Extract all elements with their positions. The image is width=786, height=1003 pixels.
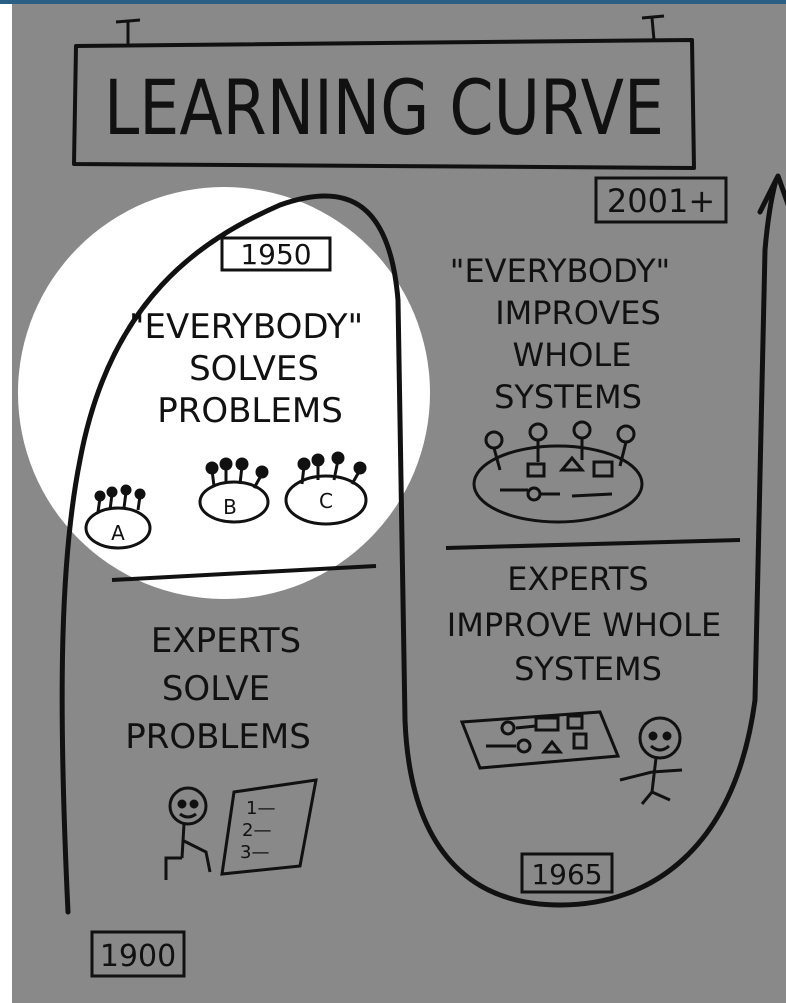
- team-c-icon: [284, 451, 368, 526]
- expert-person-icon-2: [619, 716, 683, 805]
- top-border: [0, 0, 786, 4]
- list-item-1: 1—: [246, 798, 275, 819]
- label-everybody-solves: "EVERYBODY" SOLVES PROBLEMS: [129, 307, 363, 431]
- everybody-improves-line-3: WHOLE: [513, 336, 632, 374]
- left-divider: [111, 564, 377, 582]
- experts-improve-line-1: EXPERTS: [507, 560, 648, 598]
- everybody-improves-line-1: "EVERYBODY": [450, 252, 671, 290]
- right-divider: [445, 538, 741, 550]
- everybody-solves-line-2: SOLVES: [189, 349, 319, 389]
- year-box-1965: 1965: [520, 852, 614, 894]
- team-a-icon: [84, 484, 152, 550]
- learning-curve-line: [59, 177, 779, 915]
- title-box: LEARNING CURVE: [72, 14, 696, 170]
- everybody-improves-line-4: SYSTEMS: [494, 378, 642, 416]
- left-border: [0, 4, 12, 1003]
- list-item-3: 3—: [240, 842, 269, 863]
- list-item-2: 2—: [242, 820, 271, 841]
- team-b-icon: [198, 457, 270, 524]
- year-box-1950: 1950: [220, 236, 332, 272]
- label-experts-improve: EXPERTS IMPROVE WHOLE SYSTEMS: [447, 560, 721, 688]
- everybody-improves-line-2: IMPROVES: [495, 294, 661, 332]
- everybody-solves-line-3: PROBLEMS: [157, 391, 343, 431]
- year-1900: 1900: [100, 939, 176, 974]
- experts-solve-line-2: SOLVE: [162, 669, 270, 709]
- title: LEARNING CURVE: [104, 63, 664, 152]
- spotlight-circle: [18, 187, 430, 599]
- team-system-icon: [472, 420, 644, 524]
- year-2001: 2001+: [607, 182, 715, 220]
- label-everybody-improves: "EVERYBODY" IMPROVES WHOLE SYSTEMS: [450, 252, 671, 416]
- numbered-list-text: 1— 2— 3—: [240, 798, 275, 863]
- experts-improve-line-2: IMPROVE WHOLE: [447, 606, 721, 644]
- experts-solve-line-3: PROBLEMS: [125, 717, 311, 757]
- team-c-label: C: [319, 489, 333, 513]
- label-experts-solve: EXPERTS SOLVE PROBLEMS: [125, 621, 311, 757]
- everybody-solves-line-1: "EVERYBODY": [129, 307, 363, 347]
- year-box-1900: 1900: [90, 930, 186, 978]
- year-box-2001: 2001+: [594, 176, 728, 224]
- numbered-list-icon: [220, 778, 318, 876]
- year-1950: 1950: [240, 238, 311, 271]
- expert-person-icon: [164, 786, 212, 880]
- experts-improve-line-3: SYSTEMS: [514, 650, 662, 688]
- curve-arrowhead: [757, 173, 786, 215]
- system-diagram-icon: [459, 710, 621, 770]
- experts-solve-line-1: EXPERTS: [151, 621, 301, 661]
- team-a-label: A: [111, 521, 125, 545]
- team-b-label: B: [223, 495, 237, 519]
- year-1965: 1965: [531, 858, 602, 891]
